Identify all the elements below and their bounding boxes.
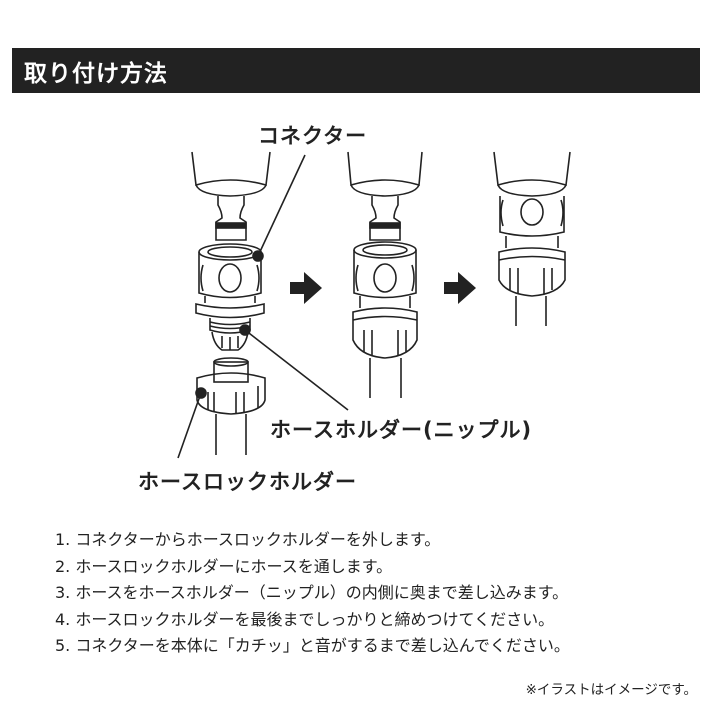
right-arrow-icon [290,272,322,304]
instruction-step: 3. ホースをホースホルダー（ニップル）の内側に奥まで差し込みます。 [55,583,569,602]
right-arrow-icon [444,272,476,304]
instruction-step: 5. コネクターを本体に「カチッ」と音がするまで差し込んでください。 [55,636,570,655]
instruction-step: 4. ホースロックホルダーを最後までしっかりと締めつけてください。 [55,609,555,629]
connector-label: コネクター [258,124,368,148]
hose-lock-holder-label: ホースロックホルダー [138,470,357,494]
instruction-list: 1. コネクターからホースロックホルダーを外します。 2. ホースロックホルダー… [55,527,570,660]
instruction-step: 1. コネクターからホースロックホルダーを外します。 [55,530,441,549]
stage-3-attached [493,151,571,326]
hose-holder-label: ホースホルダー(ニップル) [270,418,533,442]
instruction-step: 2. ホースロックホルダーにホースを通します。 [55,556,393,576]
stage-1-exploded [177,151,349,459]
stage-2-assembled-hose [347,151,423,398]
installation-illustration [177,151,571,459]
illustration-note: ※イラストはイメージです。 [525,682,697,698]
section-header: 取り付け方法 [12,48,700,93]
section-title: 取り付け方法 [24,61,168,87]
